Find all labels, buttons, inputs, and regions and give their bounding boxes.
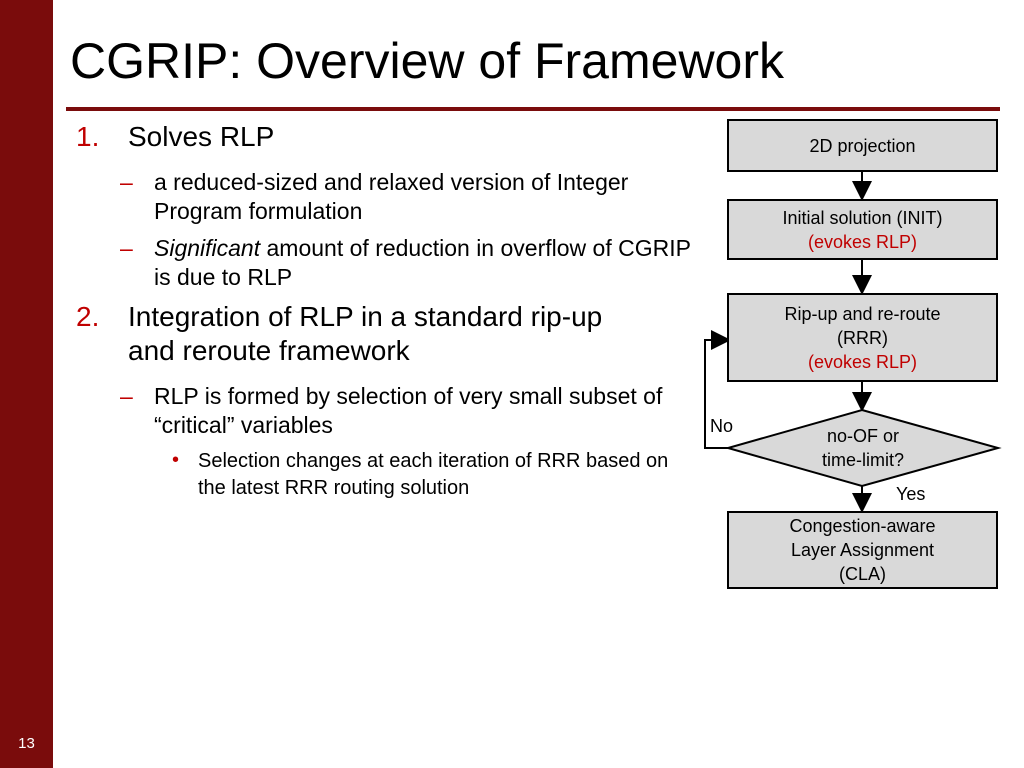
dash-marker: – — [120, 383, 133, 409]
decision-line1: no-OF or — [826, 426, 900, 446]
sidebar-band — [0, 0, 53, 768]
bullet-1-sub-1-text: a reduced-sized and relaxed version of I… — [154, 169, 629, 224]
box-rrr-line2: (RRR) — [837, 327, 888, 348]
box-layer-assignment: Congestion-aware Layer Assignment (CLA) — [727, 511, 998, 589]
bullet-2-sub-1: – RLP is formed by selection of very sma… — [76, 382, 696, 440]
bullet-1-sub-2-italic: Significant — [154, 235, 261, 261]
title-rule — [66, 107, 1000, 111]
box-initial-solution: Initial solution (INIT) (evokes RLP) — [727, 199, 998, 260]
slide-title: CGRIP: Overview of Framework — [70, 33, 785, 89]
box-2d-projection-label: 2D projection — [809, 135, 916, 156]
box-cla-line1: Congestion-aware — [789, 516, 936, 536]
bullet-1: 1. Solves RLP — [76, 120, 696, 154]
box-init-line1: Initial solution (INIT) — [782, 207, 943, 228]
bullet-1-text: Solves RLP — [128, 121, 275, 152]
slide-number: 13 — [18, 735, 35, 752]
bullet-1-sub-1: – a reduced-sized and relaxed version of… — [76, 168, 696, 226]
arrow-no-loop — [704, 330, 731, 449]
bullet-2-sub-1-text: RLP is formed by selection of very small… — [154, 383, 663, 438]
bullet-1-sub-2-text: amount of reduction in overflow of CGRIP… — [154, 235, 691, 290]
box-2d-projection: 2D projection — [727, 119, 998, 172]
bullet-list: 1. Solves RLP – a reduced-sized and rela… — [76, 120, 696, 508]
bullet-2-text: Integration of RLP in a standard rip-up … — [128, 301, 603, 366]
decision-text: no-OF or time-limit? — [783, 424, 943, 472]
dot-marker: • — [172, 449, 180, 471]
bullet-2: 2. Integration of RLP in a standard rip-… — [76, 300, 696, 368]
box-init-line2: (evokes RLP) — [807, 231, 918, 252]
box-cla-line3: (CLA) — [838, 564, 886, 584]
bullet-2-number: 2. — [76, 301, 100, 332]
yes-label: Yes — [896, 484, 926, 504]
bullet-2-sub-1-sub-1: • Selection changes at each iteration of… — [76, 448, 696, 502]
bullet-1-number: 1. — [76, 121, 100, 152]
box-rip-up-reroute: Rip-up and re-route (RRR) (evokes RLP) — [727, 293, 998, 382]
bullet-1-sub-2: – Significant amount of reduction in ove… — [76, 234, 696, 292]
decision-line2: time-limit? — [821, 450, 904, 470]
dash-marker: – — [120, 235, 133, 261]
box-rrr-line1: Rip-up and re-route — [784, 303, 941, 324]
box-cla-line2: Layer Assignment — [790, 540, 935, 560]
box-rrr-line3: (evokes RLP) — [807, 351, 918, 372]
no-label: No — [710, 416, 734, 436]
dash-marker: – — [120, 169, 133, 195]
bullet-2-sub-1-sub-1-text: Selection changes at each iteration of R… — [198, 450, 669, 499]
